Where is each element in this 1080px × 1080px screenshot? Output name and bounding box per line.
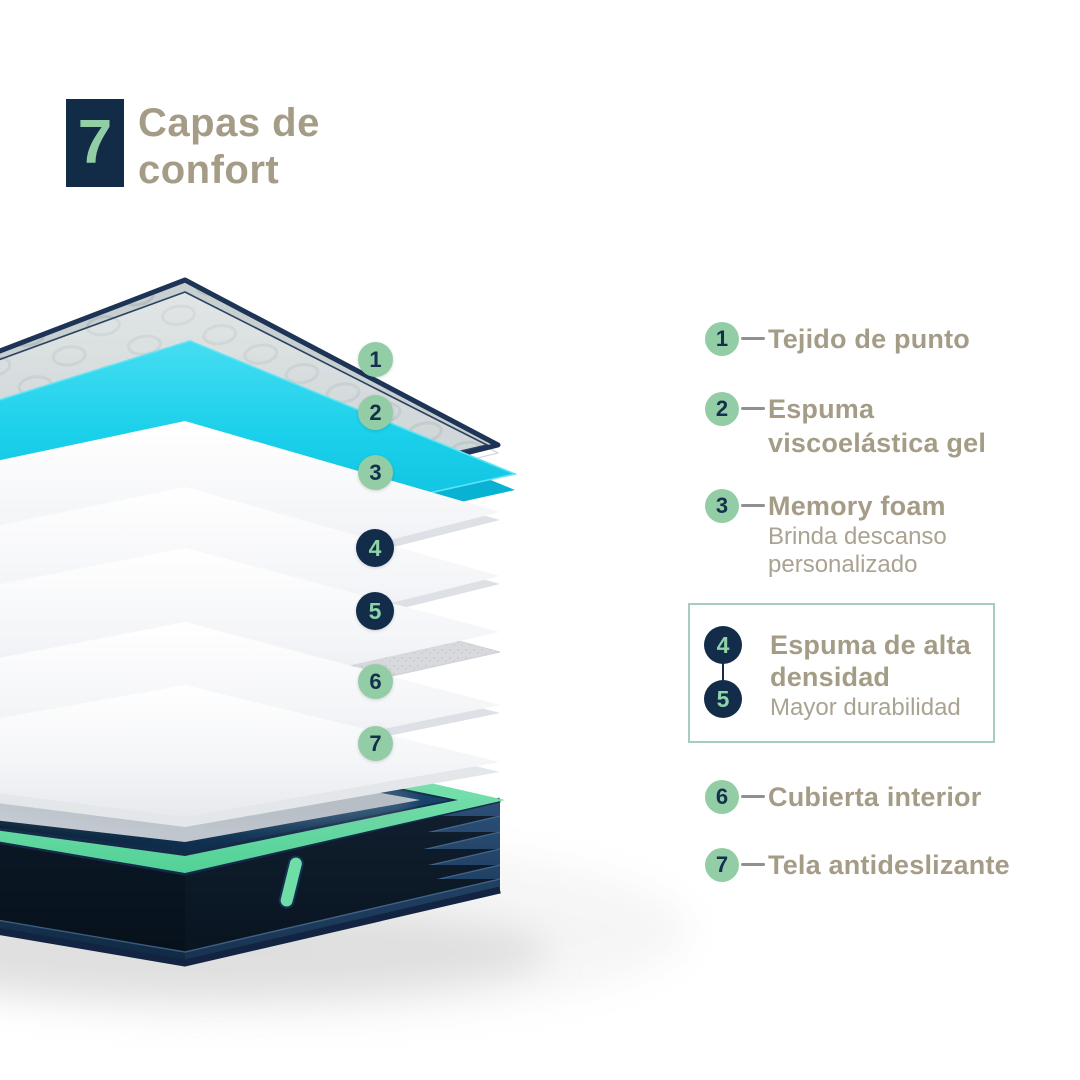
layer-badge-4: 4 (356, 529, 394, 567)
legend-label-4-5: Espuma de alta densidad (770, 630, 971, 692)
legend-item-7: 7 Tela antideslizante (688, 848, 1028, 968)
layer-badge-5: 5 (356, 592, 394, 630)
dash-connector (741, 504, 765, 507)
legend-sublabel-4-5: Mayor durabilidad (770, 694, 961, 721)
handle-strap (278, 855, 304, 909)
legend-sublabel-3: Brinda descanso personalizado (768, 523, 947, 578)
legend-number-7: 7 (705, 848, 739, 882)
header-number: 7 (77, 108, 113, 177)
dash-connector (741, 337, 765, 340)
header-number-badge: 7 (66, 99, 124, 187)
dash-connector (741, 863, 765, 866)
layer-badge-3: 3 (358, 455, 393, 490)
legend-label-7: Tela antideslizante (768, 850, 1010, 880)
legend-number-3: 3 (705, 489, 739, 523)
legend-item-2: 2 Espuma viscoelástica gel (688, 392, 1028, 512)
legend-group-4-5-box: 4 5 Espuma de alta densidad Mayor durabi… (688, 603, 995, 743)
legend-number-1: 1 (705, 322, 739, 356)
legend-item-6: 6 Cubierta interior (688, 780, 1028, 900)
legend-number-6: 6 (705, 780, 739, 814)
layer-badge-7: 7 (358, 726, 393, 761)
layer-7-tela-antideslizante (0, 685, 500, 828)
legend-label-3: Memory foam (768, 491, 946, 521)
group-connector-line (722, 655, 724, 691)
legend-item-3: 3 Memory foam Brinda descanso personaliz… (688, 489, 1028, 609)
legend-item-1: 1 Tejido de punto (688, 322, 1028, 442)
legend-label-1: Tejido de punto (768, 324, 970, 354)
dash-connector (741, 795, 765, 798)
layer-badge-2: 2 (358, 395, 393, 430)
legend-label-6: Cubierta interior (768, 782, 982, 812)
layer-badge-6: 6 (358, 664, 393, 699)
legend-number-5: 5 (704, 680, 742, 718)
legend-label-2: Espuma viscoelástica gel (768, 394, 987, 458)
dash-connector (741, 407, 765, 410)
legend-number-2: 2 (705, 392, 739, 426)
layer-badge-1: 1 (358, 342, 393, 377)
